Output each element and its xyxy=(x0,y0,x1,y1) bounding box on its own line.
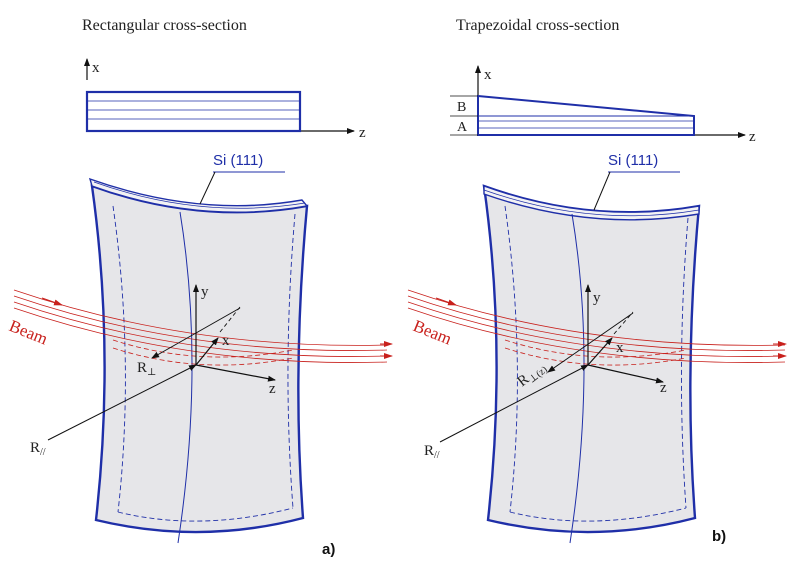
crystal-hidden-edge-left xyxy=(504,205,518,513)
beam-ray xyxy=(407,301,786,357)
section-outline xyxy=(85,90,302,133)
r-parallel-label: R// xyxy=(30,440,46,458)
r-perp-label: R⊥ xyxy=(137,360,156,378)
si-label: Si (111) xyxy=(213,152,263,169)
si-leader-line xyxy=(199,171,216,205)
crystal-outline xyxy=(482,184,701,534)
si-leader-line xyxy=(593,171,611,211)
cross-section-trapezoidal: x z B A xyxy=(450,65,756,145)
section-x-label: x xyxy=(92,60,100,76)
axis-z xyxy=(587,364,664,384)
layer-a-label: A xyxy=(457,120,468,135)
crystal-layer-line xyxy=(483,189,700,217)
axis-y-label: y xyxy=(593,290,601,306)
beam-arrow xyxy=(435,297,457,306)
crystal-layer-line xyxy=(93,181,306,209)
r-perp-arrow xyxy=(547,312,634,373)
crystal-hidden-edge-left xyxy=(112,205,126,513)
crystal-outline xyxy=(90,184,309,534)
panel-trapezoidal: Trapezoidal cross-section x z B A xyxy=(407,17,787,545)
beam-ray xyxy=(13,295,388,351)
crystal-body xyxy=(482,184,701,544)
si-label: Si (111) xyxy=(608,152,658,169)
crystal-hidden-edge-right xyxy=(681,217,689,509)
beam-ray xyxy=(13,307,388,363)
beam-label: Beam xyxy=(7,316,51,348)
axis-x-extension xyxy=(219,306,241,333)
r-perp-arrow xyxy=(151,307,241,359)
axis-z-label: z xyxy=(269,381,276,397)
axis-z xyxy=(195,364,276,382)
layer-b-label: B xyxy=(457,100,466,115)
beam-inside xyxy=(112,347,294,366)
crystal-axes: y x z R⊥ R// xyxy=(30,284,276,458)
r-parallel-arrow xyxy=(47,364,197,441)
axis-x-label: x xyxy=(222,333,230,349)
axis-z-label: z xyxy=(660,380,667,396)
axis-x-label: x xyxy=(616,340,624,356)
crystal-hidden-edge-bottom xyxy=(509,507,687,522)
beam-ray xyxy=(407,295,786,351)
crystal-midline xyxy=(569,213,585,544)
beam-ray xyxy=(13,301,388,357)
panel-title: Trapezoidal cross-section xyxy=(456,17,619,34)
r-parallel-arrow xyxy=(439,364,589,443)
axis-x xyxy=(195,337,219,366)
crystal-midline xyxy=(177,211,193,544)
crystal-hidden-edge-right xyxy=(287,213,296,509)
beam-ray xyxy=(407,307,786,363)
panel-label: b) xyxy=(712,528,726,545)
cross-section-rectangular: x z xyxy=(84,58,366,141)
axis-y-label: y xyxy=(201,284,209,300)
beam-inside xyxy=(112,339,294,358)
section-z-label: z xyxy=(359,125,366,141)
beam-inside xyxy=(504,347,687,366)
section-z-label: z xyxy=(749,129,756,145)
panel-rectangular: Rectangular cross-section x z Si (111) xyxy=(7,17,393,558)
section-x-label: x xyxy=(484,67,492,83)
axis-x xyxy=(587,337,613,366)
crystal-left-edge xyxy=(91,185,106,521)
beam-arrow xyxy=(41,297,63,306)
r-parallel-label: R// xyxy=(424,443,440,461)
crystal-top-face xyxy=(88,177,309,213)
panel-label: a) xyxy=(322,541,335,558)
panel-title: Rectangular cross-section xyxy=(82,17,247,34)
beam-inside xyxy=(504,339,687,358)
crystal-hidden-edge-bottom xyxy=(117,507,294,522)
crystal-body xyxy=(88,177,309,544)
